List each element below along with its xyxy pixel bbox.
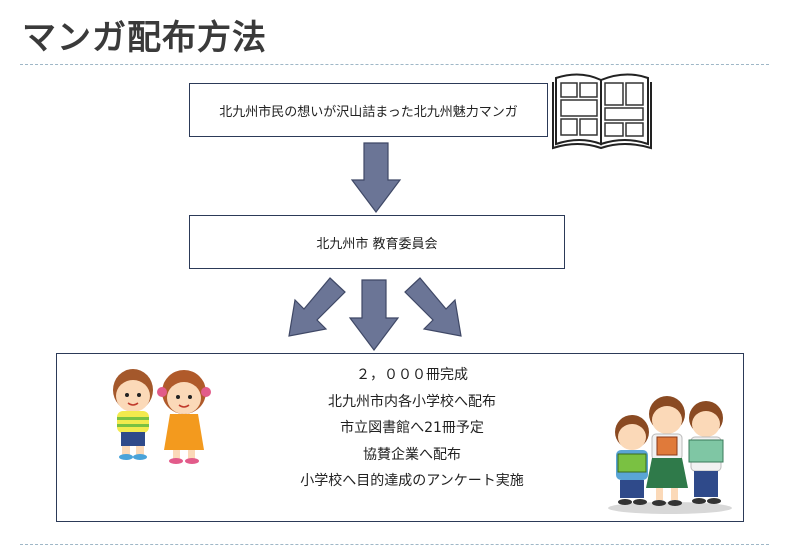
- title-divider: [20, 64, 769, 65]
- two-children-illustration: [113, 369, 211, 464]
- distribution-item: 小学校へ目的達成のアンケート実施: [300, 473, 524, 489]
- down-arrow: [350, 142, 402, 213]
- distribution-list: ２，０００冊完成 北九州市内各小学校へ配布 市立図書館へ21冊予定 協賛企業へ配…: [247, 362, 577, 495]
- education-committee-box: 北九州市 教育委員会: [189, 215, 565, 269]
- page-title: マンガ配布方法: [22, 18, 267, 58]
- open-manga-book-icon: [552, 73, 652, 150]
- distribution-item: 協賛企業へ配布: [363, 446, 461, 463]
- manga-source-label: 北九州市民の想いが沢山詰まった北九州魅力マンガ: [219, 104, 518, 120]
- education-committee-label: 北九州市 教育委員会: [316, 236, 438, 252]
- left-diagonal-arrow: [288, 277, 346, 337]
- distribution-item: 市立図書館へ21冊予定: [340, 420, 484, 436]
- footer-divider: [20, 544, 769, 545]
- right-diagonal-arrow: [404, 277, 462, 337]
- manga-source-box: 北九州市民の想いが沢山詰まった北九州魅力マンガ: [189, 83, 548, 137]
- three-children-reading-illustration: [608, 396, 732, 514]
- distribution-item: 北九州市内各小学校へ配布: [328, 393, 496, 410]
- distribution-item: ２，０００冊完成: [356, 367, 468, 383]
- center-down-arrow: [348, 279, 400, 351]
